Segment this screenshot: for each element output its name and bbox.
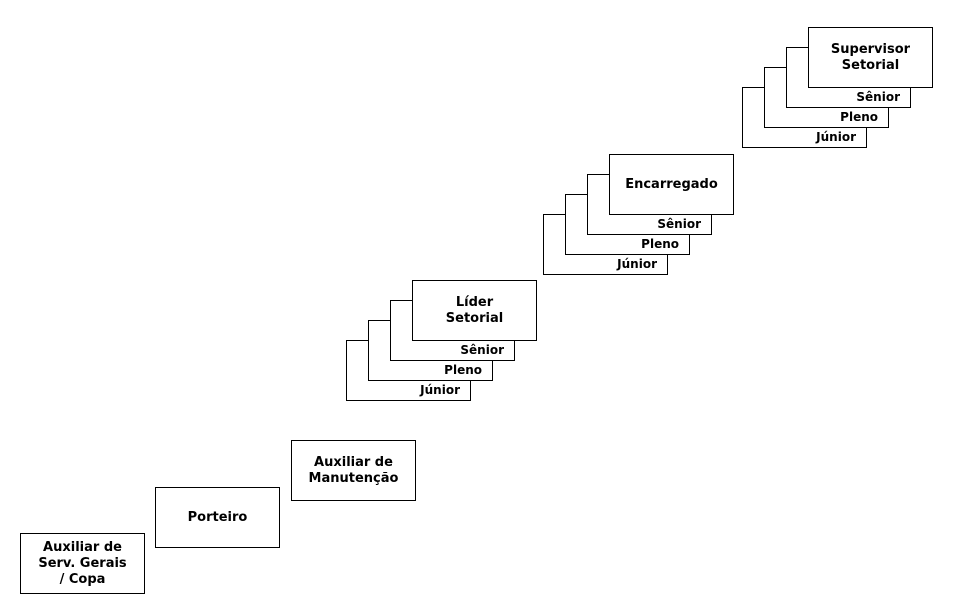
level-label-junior: Júnior bbox=[816, 130, 856, 144]
role-box-label: Supervisor Setorial bbox=[831, 42, 910, 74]
role-box-encarregado: Encarregado bbox=[609, 154, 734, 215]
role-label-line: Supervisor bbox=[830, 41, 911, 57]
level-label-pleno: Pleno bbox=[444, 363, 482, 377]
level-label-senior: Sênior bbox=[856, 90, 900, 104]
role-box-label: Auxiliar de Manutenção bbox=[309, 455, 399, 487]
level-label-pleno: Pleno bbox=[840, 110, 878, 124]
role-label-line: / Copa bbox=[59, 571, 106, 587]
level-label-senior: Sênior bbox=[460, 343, 504, 357]
role-box-label: Encarregado bbox=[625, 177, 718, 193]
role-label-line: Líder bbox=[455, 294, 494, 310]
role-box-label: Auxiliar de Serv. Gerais / Copa bbox=[38, 540, 126, 588]
role-label-line: Setorial bbox=[841, 57, 900, 73]
level-label-pleno: Pleno bbox=[641, 237, 679, 251]
level-label-junior: Júnior bbox=[420, 383, 460, 397]
role-box-porteiro: Porteiro bbox=[155, 487, 280, 548]
role-label-line: Auxiliar de bbox=[43, 539, 122, 555]
role-box-label: Porteiro bbox=[188, 510, 248, 526]
role-label-line: Porteiro bbox=[187, 509, 248, 525]
role-box-auxiliar-manutencao: Auxiliar de Manutenção bbox=[291, 440, 416, 501]
role-box-lider-setorial: Líder Setorial bbox=[412, 280, 537, 341]
role-label-line: Serv. Gerais bbox=[38, 555, 127, 571]
role-label-line: Auxiliar de bbox=[314, 454, 393, 470]
role-label-line: Encarregado bbox=[625, 176, 718, 192]
level-label-senior: Sênior bbox=[657, 217, 701, 231]
role-box-label: Líder Setorial bbox=[446, 295, 503, 327]
role-box-auxiliar-servicos-gerais: Auxiliar de Serv. Gerais / Copa bbox=[20, 533, 145, 594]
role-label-line: Manutenção bbox=[308, 470, 399, 486]
role-box-supervisor-setorial: Supervisor Setorial bbox=[808, 27, 933, 88]
role-label-line: Setorial bbox=[445, 310, 504, 326]
level-label-junior: Júnior bbox=[617, 257, 657, 271]
